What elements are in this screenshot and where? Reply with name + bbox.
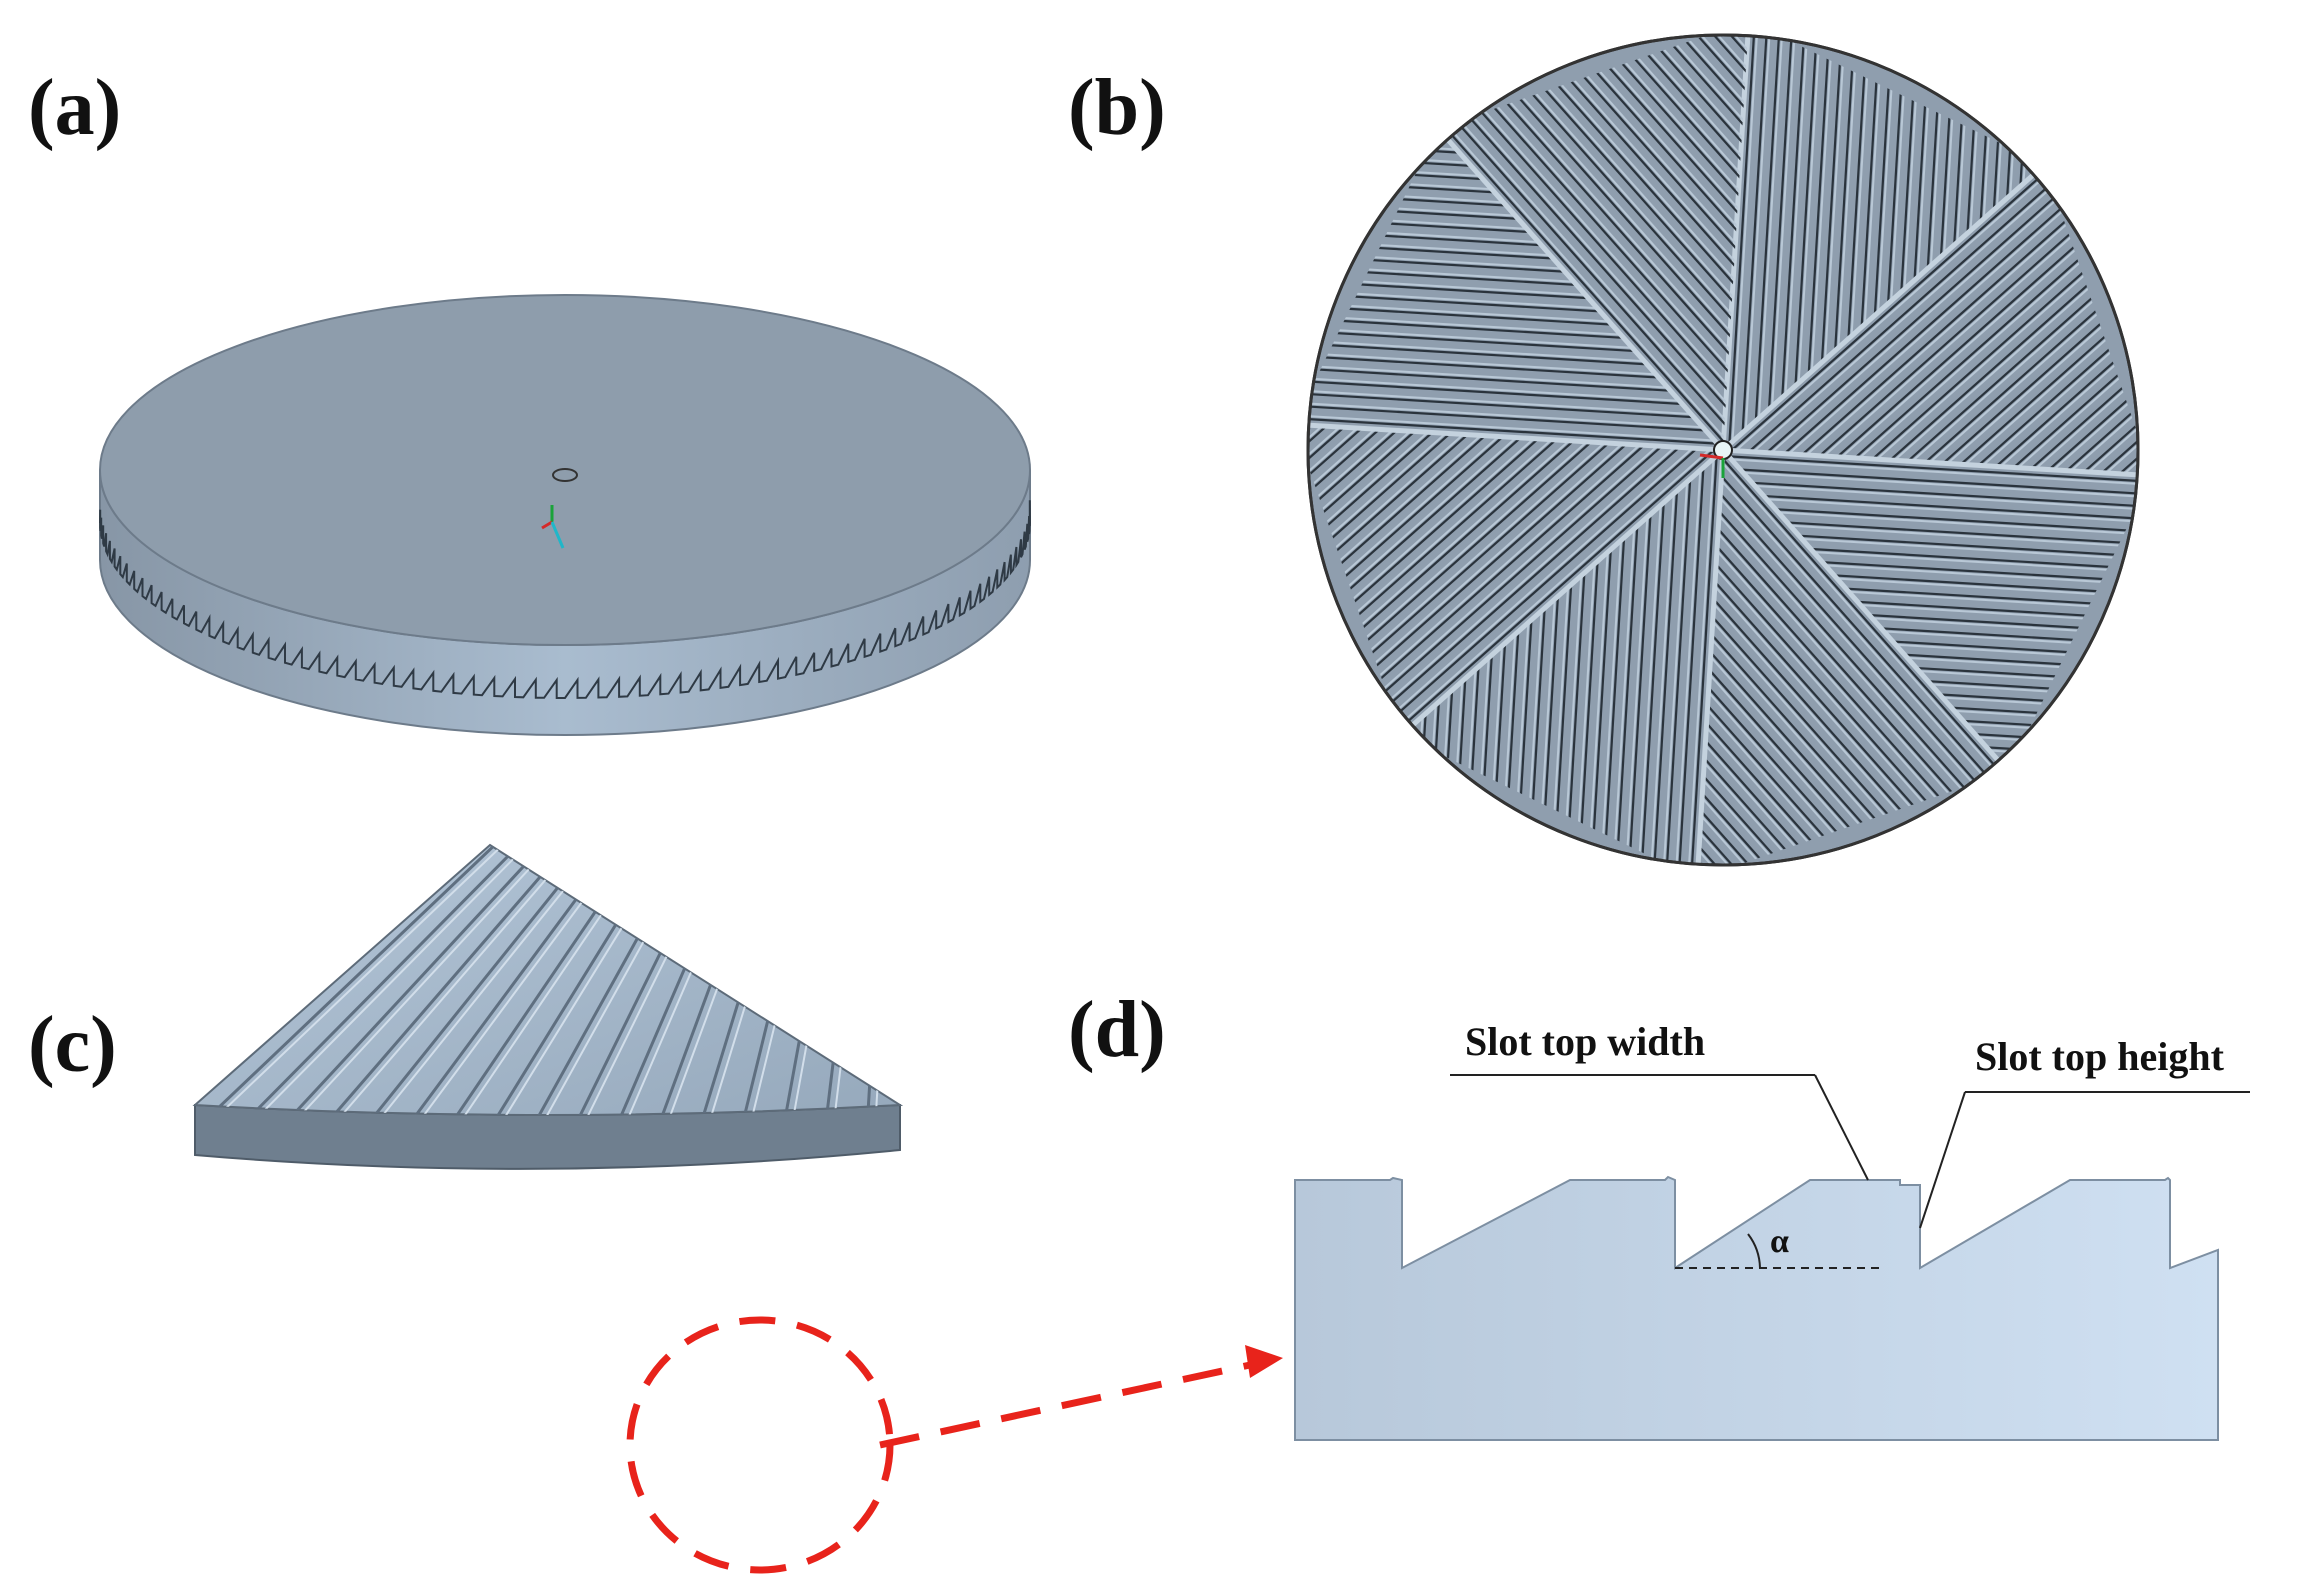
angle-arc (1747, 1233, 1761, 1269)
zoom-arrow-head (1245, 1345, 1283, 1378)
sector-divider (1722, 447, 2138, 479)
sector-divider (1308, 421, 1724, 453)
slot-top-height-leader (1919, 1091, 1966, 1229)
zoom-arrow-line (879, 1361, 1251, 1449)
sawtooth-edge (99, 500, 1032, 699)
coordinate-axes-icon-top (1699, 453, 1725, 478)
sector-divider (1435, 126, 1725, 452)
center-hole (552, 468, 578, 482)
wedge-slot-line (195, 845, 502, 1115)
sector-divider (1721, 448, 2011, 774)
coordinate-axes-icon (541, 505, 565, 549)
panel-label-c: (c) (28, 1001, 117, 1089)
disc-top-view (1306, 33, 2140, 867)
sector-divider (1694, 449, 1726, 865)
highlight-circle (626, 1316, 894, 1574)
slot-top-height-label: Slot top height (1975, 1034, 2225, 1079)
wedge-slot-line (235, 845, 526, 1115)
panel-label-d: (d) (1068, 986, 1166, 1074)
angle-label: α (1770, 1223, 1789, 1260)
wedge-slot-line (277, 845, 550, 1115)
sector-divider (1721, 162, 2047, 452)
disc-3d-view (99, 294, 1032, 736)
panel-label-a: (a) (28, 64, 122, 152)
sector-divider (1399, 448, 1725, 738)
panel-label-b: (b) (1068, 64, 1166, 152)
slot-profile-view: α Slot top width Slot top height (1294, 1019, 2250, 1441)
sector-divider (1720, 35, 1752, 451)
slot-profile-shape (1294, 1175, 2219, 1441)
slot-top-width-label: Slot top width (1465, 1019, 1705, 1064)
wedge-slot-line (319, 845, 574, 1115)
wedge-slot-line (361, 845, 598, 1115)
slot-top-width-leader (1814, 1074, 1869, 1181)
wedge-section-view (192, 843, 1283, 1574)
disc-edge-teeth (99, 500, 1032, 699)
wedge-slot-line (865, 845, 886, 1115)
